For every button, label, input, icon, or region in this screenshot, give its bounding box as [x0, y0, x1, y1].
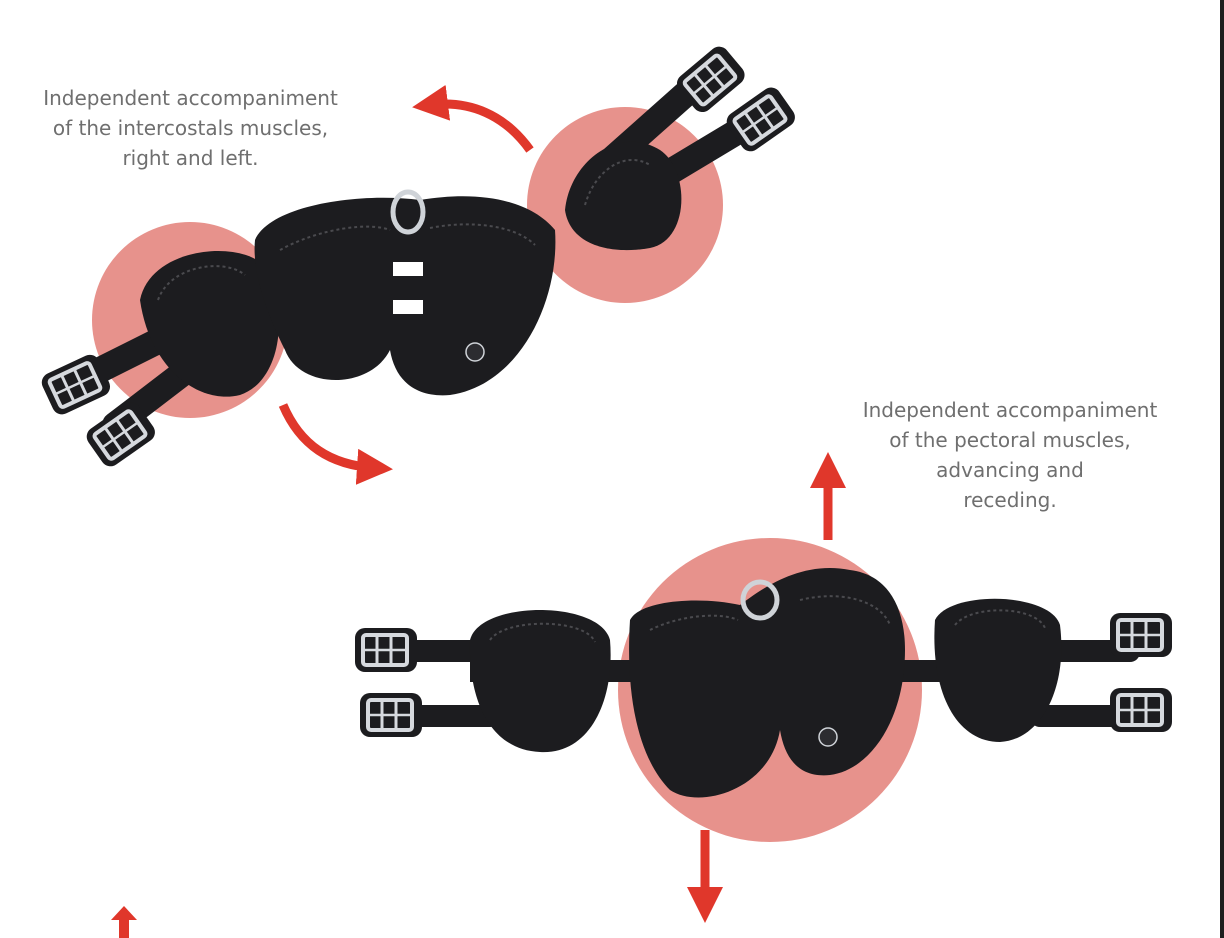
caption-line: advancing and — [936, 458, 1084, 482]
up-arrow-icon[interactable] — [111, 906, 137, 938]
caption-line: Independent accompaniment — [43, 86, 338, 110]
caption-intercostals: Independent accompaniment of the interco… — [18, 83, 363, 173]
girth-top — [36, 40, 801, 473]
girth-bottom — [353, 568, 1174, 798]
caption-pectorals: Independent accompaniment of the pectora… — [840, 395, 1180, 515]
caption-line: of the pectoral muscles, — [889, 428, 1131, 452]
curved-arrow-icon — [412, 84, 534, 153]
page-edge — [1220, 0, 1224, 938]
caption-line: receding. — [963, 488, 1057, 512]
caption-line: of the intercostals muscles, — [52, 116, 329, 140]
caption-line: Independent accompaniment — [862, 398, 1158, 422]
caption-line: right and left. — [122, 146, 259, 170]
curved-arrow-icon — [278, 403, 393, 485]
